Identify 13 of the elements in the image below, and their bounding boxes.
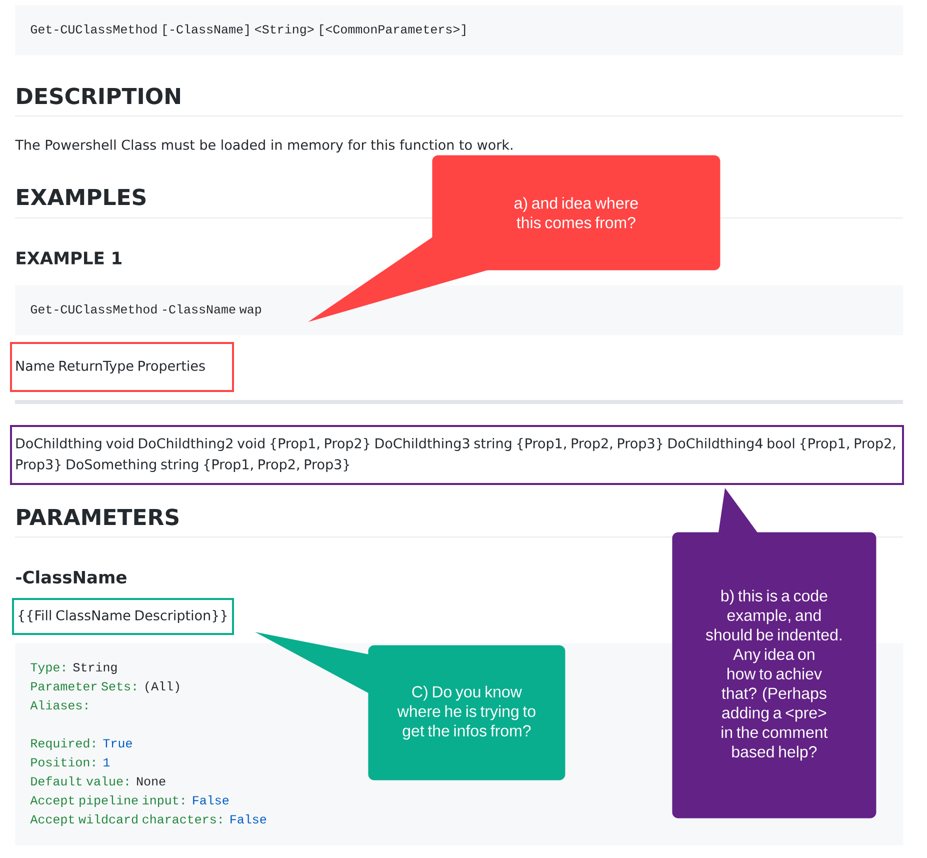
highlight-box: {{Fill ClassName Description}}: [12, 598, 234, 635]
section-heading: PARAMETERS: [17, 508, 178, 526]
speech-bubble: b) this is a code example, and should be indented. Any idea on how to achiev that? (Perhaps adding a <pre> in the comment based help?: [672, 488, 876, 818]
section-heading: DESCRIPTION: [17, 88, 180, 104]
code-block: Get-CUClassMethod -ClassName wap: [15, 285, 904, 336]
section-heading: EXAMPLES: [17, 188, 146, 206]
description-text: The Powershell Class must be loaded in memory for this function to work.: [15, 139, 512, 153]
highlight-box: DoChildthing void DoChildthing2 void {Prop1, Prop2} DoChildthing3 string {Prop1, Prop2, Prop3} DoChildthing4 bool {Prop1, Prop2, Prop3} DoSomething string {Prop1, Prop2, Prop3}: [10, 425, 904, 485]
speech-bubble: a) and idea where this comes from?: [308, 155, 720, 322]
code-block: Get-CUClassMethod [-ClassName] <String> [<CommonParameters>]: [15, 5, 904, 56]
speech-bubble: C) Do you know where he is trying to get the infos from?: [255, 632, 566, 780]
subsection-heading: EXAMPLE 1: [16, 252, 122, 264]
highlight-box: Name ReturnType Properties: [10, 342, 234, 392]
